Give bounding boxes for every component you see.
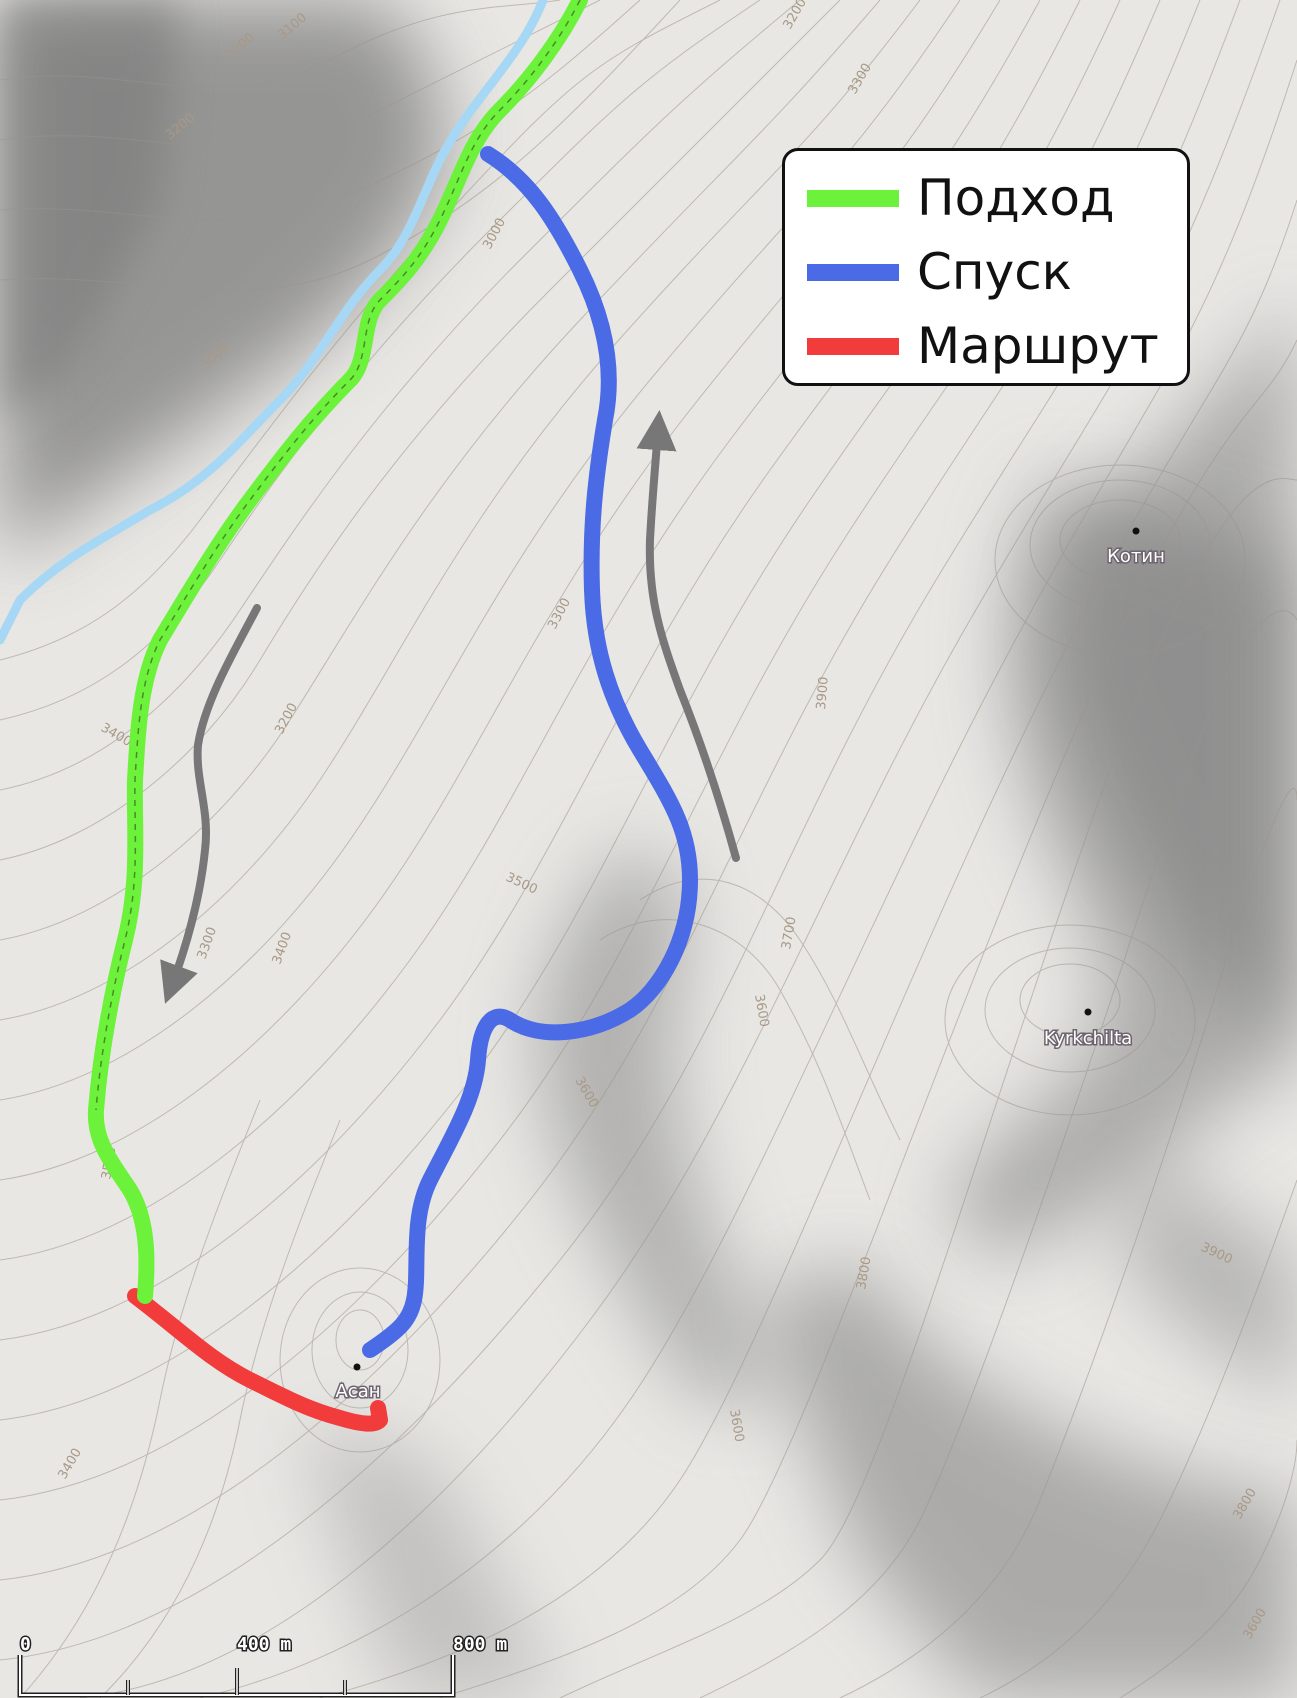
- legend-item-descent: Спуск: [807, 235, 1187, 309]
- place-kyrkchilta[interactable]: Kyrkchilta: [1042, 1008, 1134, 1051]
- place-label-asan: Асан: [335, 1381, 380, 1402]
- contour-label: 3800: [854, 1255, 875, 1290]
- place-kotin[interactable]: Котин: [1106, 527, 1166, 569]
- scale-label-mid: 400 m: [237, 1634, 291, 1655]
- legend-swatch-descent: [807, 263, 899, 281]
- legend-swatch-route: [807, 337, 899, 355]
- legend: Подход Спуск Маршрут: [782, 148, 1190, 386]
- direction-arrow-down: [160, 604, 261, 1004]
- place-label-kotin: Котин: [1107, 546, 1165, 567]
- contour-label: 3600: [751, 993, 772, 1028]
- contour-label: 3600: [726, 1408, 747, 1443]
- legend-swatch-approach: [807, 189, 899, 207]
- scale-label-max: 800 m: [453, 1634, 507, 1655]
- approach-path-dashes: [95, 0, 581, 1111]
- peak-marker-icon: [1084, 1008, 1092, 1016]
- legend-label-approach: Подход: [917, 169, 1115, 227]
- legend-item-approach: Подход: [807, 161, 1187, 235]
- descent-path[interactable]: [362, 146, 698, 1358]
- direction-arrow-up: [636, 410, 740, 862]
- scale-label-zero: 0: [20, 1634, 31, 1655]
- legend-item-route: Маршрут: [807, 309, 1187, 383]
- legend-label-route: Маршрут: [917, 317, 1159, 375]
- contour-label: 3900: [814, 676, 832, 710]
- peak-marker-icon: [353, 1363, 361, 1371]
- place-label-kyrkchilta: Kyrkchilta: [1044, 1028, 1132, 1049]
- scale-bar: 0 400 m 800 m: [17, 1633, 509, 1698]
- peak-marker-icon: [1132, 527, 1140, 535]
- river: [0, 0, 548, 645]
- legend-label-descent: Спуск: [917, 243, 1072, 301]
- contour-label: 3700: [779, 915, 800, 950]
- route-segment: [127, 1288, 388, 1432]
- place-asan[interactable]: Асан: [334, 1363, 382, 1404]
